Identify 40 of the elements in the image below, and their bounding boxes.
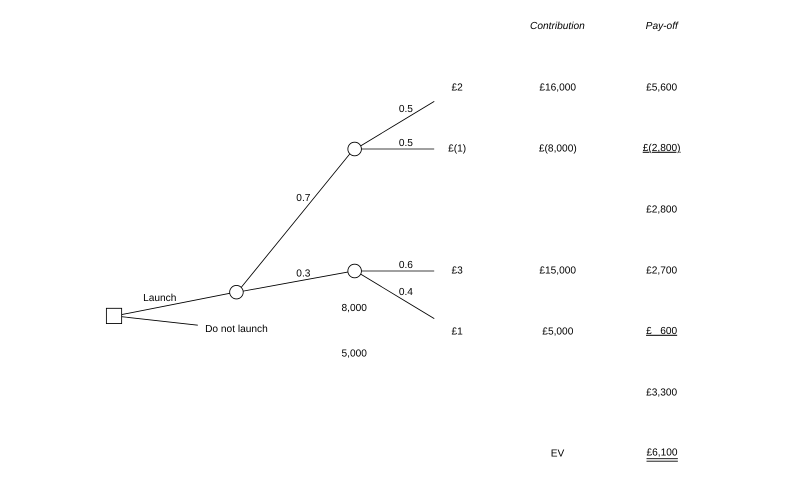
label: £2,800 (646, 204, 678, 216)
label: £2,700 (646, 266, 678, 277)
label: £3,300 (646, 388, 678, 399)
edge-label: 0.3 (296, 268, 310, 280)
label: £5,000 (542, 326, 574, 338)
node-text: Do not launch (205, 324, 268, 336)
edge-label: 0.5 (398, 138, 413, 150)
edge-label: 0.6 (398, 260, 413, 272)
connector (360, 274, 435, 320)
label: Contribution (530, 20, 585, 32)
node-text: £3 (452, 266, 463, 277)
connector (241, 153, 350, 288)
label: EV (550, 448, 564, 460)
label: £15,000 (539, 266, 576, 277)
label: 8,000 (342, 302, 367, 314)
node-text: £2 (452, 82, 463, 94)
label: £ 600 (646, 326, 678, 337)
connector (360, 100, 435, 146)
connector (242, 272, 348, 292)
node-circle (347, 264, 362, 278)
edge-label: 0.7 (296, 193, 310, 204)
label: £(2,800) (642, 142, 681, 154)
label: £5,600 (646, 82, 678, 94)
label: £6,100 (646, 447, 678, 458)
connector (361, 270, 435, 272)
node-circle (229, 284, 244, 300)
label: £(8,000) (538, 144, 577, 155)
node-circle (347, 142, 362, 156)
connector (121, 292, 230, 315)
label: 5,000 (342, 348, 367, 360)
connector (121, 316, 198, 326)
label: Pay-off (646, 20, 678, 32)
node-text: £1 (452, 326, 463, 338)
connector (361, 148, 435, 150)
edge-label: Launch (143, 293, 176, 304)
node-box (106, 308, 122, 324)
node-text: £(1) (448, 144, 466, 155)
edge-label: 0.4 (398, 287, 413, 298)
label: £16,000 (539, 82, 576, 94)
edge-label: 0.5 (398, 104, 413, 116)
